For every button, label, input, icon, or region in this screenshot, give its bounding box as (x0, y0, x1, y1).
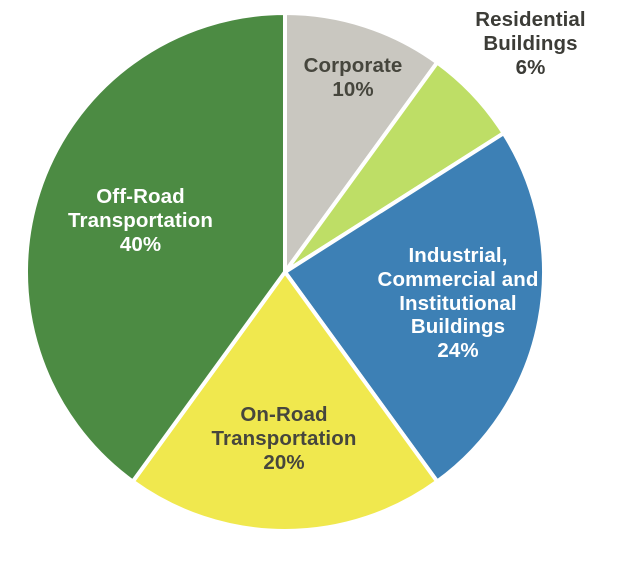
pie-slice-industrial-commercial-institutional-buildings (283, 131, 546, 484)
pie-slice-group (24, 11, 546, 533)
pie-slice-corporate (283, 11, 440, 274)
pie-slice-off-road-transportation (24, 11, 287, 484)
pie-slice-on-road-transportation (130, 270, 440, 533)
